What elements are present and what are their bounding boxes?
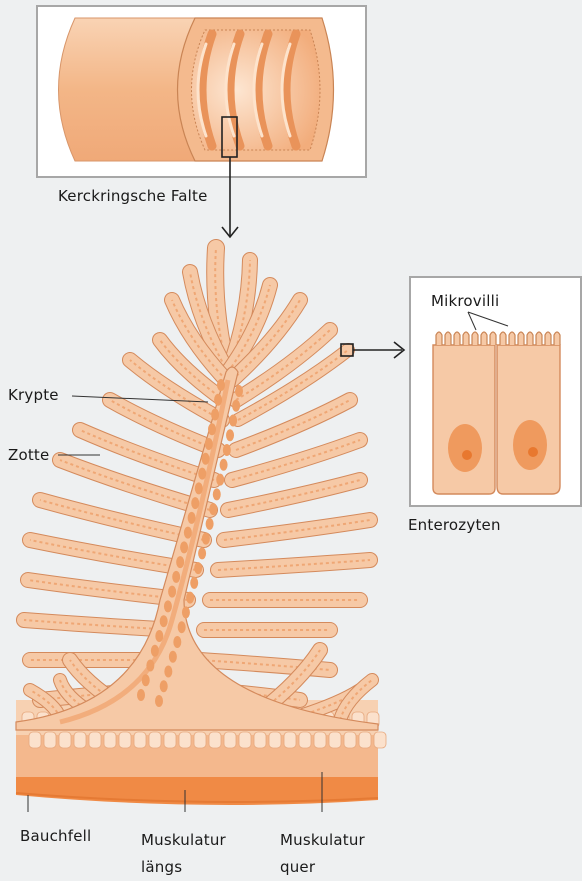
- kerckring-panel: [37, 6, 366, 177]
- submucosa-cell: [374, 732, 386, 748]
- nucleus: [211, 409, 219, 421]
- nucleus: [195, 482, 203, 494]
- nucleus: [226, 429, 234, 441]
- label-enterozyten: Enterozyten: [408, 516, 501, 534]
- microvillus: [545, 332, 551, 345]
- nucleus: [182, 606, 190, 618]
- submucosa-cell: [119, 732, 131, 748]
- nucleus: [232, 400, 240, 412]
- nucleus: [169, 651, 177, 663]
- enterocyte-cell-right: [497, 345, 560, 494]
- microvillus: [472, 332, 478, 345]
- submucosa-cell: [179, 732, 191, 748]
- label-muskulatur-laengs: Muskulatur längs: [141, 827, 226, 881]
- microvillus: [436, 332, 442, 345]
- nucleus: [155, 695, 163, 707]
- nucleus-right: [513, 420, 547, 470]
- nucleus: [220, 459, 228, 471]
- nucleus: [173, 636, 181, 648]
- nucleus: [235, 385, 243, 397]
- microvillus: [527, 332, 533, 345]
- nucleus: [190, 577, 198, 589]
- microvillus: [445, 332, 451, 345]
- nucleus: [168, 586, 176, 598]
- nucleus: [208, 423, 216, 435]
- submucosa-cell: [359, 732, 371, 748]
- nucleus: [172, 571, 180, 583]
- label-zotte: Zotte: [8, 446, 49, 464]
- nucleus: [214, 394, 222, 406]
- label-bauchfell: Bauchfell: [20, 827, 91, 845]
- nucleus: [155, 630, 163, 642]
- nucleus: [137, 689, 145, 701]
- nucleus: [209, 503, 217, 515]
- microvillus: [463, 332, 469, 345]
- submucosa-cell: [74, 732, 86, 748]
- submucosa-cell: [329, 732, 341, 748]
- microvillus: [509, 332, 515, 345]
- label-muskulatur-quer: Muskulatur quer: [280, 827, 365, 881]
- nucleus: [151, 645, 159, 657]
- submucosa-cell: [344, 732, 356, 748]
- submucosa-cell: [134, 732, 146, 748]
- submucosa-cell: [164, 732, 176, 748]
- microvillus: [518, 332, 524, 345]
- submucosa-cell: [314, 732, 326, 748]
- microvillus: [554, 332, 560, 345]
- label-kerckringsche-falte: Kerckringsche Falte: [58, 187, 208, 205]
- submucosa-cell: [224, 732, 236, 748]
- nucleus: [142, 674, 150, 686]
- nucleus: [176, 556, 184, 568]
- nucleus: [202, 533, 210, 545]
- nucleus: [178, 621, 186, 633]
- nucleolus-right: [528, 447, 538, 457]
- submucosa-cell: [104, 732, 116, 748]
- submucosa-cell: [44, 732, 56, 748]
- nucleus-left: [448, 424, 482, 472]
- nucleus: [180, 541, 188, 553]
- nucleus: [194, 562, 202, 574]
- microvillus: [536, 332, 542, 345]
- enterocyte-panel: [410, 277, 581, 506]
- microvillus: [500, 332, 506, 345]
- nucleus: [229, 415, 237, 427]
- submucosa-cell: [89, 732, 101, 748]
- nucleus: [186, 592, 194, 604]
- submucosa-cell: [209, 732, 221, 748]
- submucosa-cell: [239, 732, 251, 748]
- submucosa-cell: [254, 732, 266, 748]
- nucleus: [202, 453, 210, 465]
- nucleus: [213, 488, 221, 500]
- submucosa-cell: [269, 732, 281, 748]
- microvillus: [490, 332, 496, 345]
- nucleus: [164, 600, 172, 612]
- submucosa-cell: [149, 732, 161, 748]
- nucleus: [160, 680, 168, 692]
- nucleus: [160, 615, 168, 627]
- submucosa-cell: [284, 732, 296, 748]
- nucleus: [198, 547, 206, 559]
- nucleus: [217, 379, 225, 391]
- submucosa-cell: [29, 732, 41, 748]
- label-mikrovilli: Mikrovilli: [431, 292, 499, 310]
- nucleus: [216, 474, 224, 486]
- nucleus: [184, 527, 192, 539]
- nucleus: [191, 497, 199, 509]
- nucleus: [164, 665, 172, 677]
- microvillus: [481, 332, 487, 345]
- nucleus: [188, 512, 196, 524]
- nucleus: [223, 444, 231, 456]
- nucleus: [146, 659, 154, 671]
- submucosa-cell: [194, 732, 206, 748]
- microvillus: [454, 332, 460, 345]
- submucosa-cell: [59, 732, 71, 748]
- label-krypte: Krypte: [8, 386, 59, 404]
- nucleus: [205, 438, 213, 450]
- nucleolus-left: [462, 450, 472, 460]
- nucleus: [198, 468, 206, 480]
- submucosa-cell: [299, 732, 311, 748]
- nucleus: [206, 518, 214, 530]
